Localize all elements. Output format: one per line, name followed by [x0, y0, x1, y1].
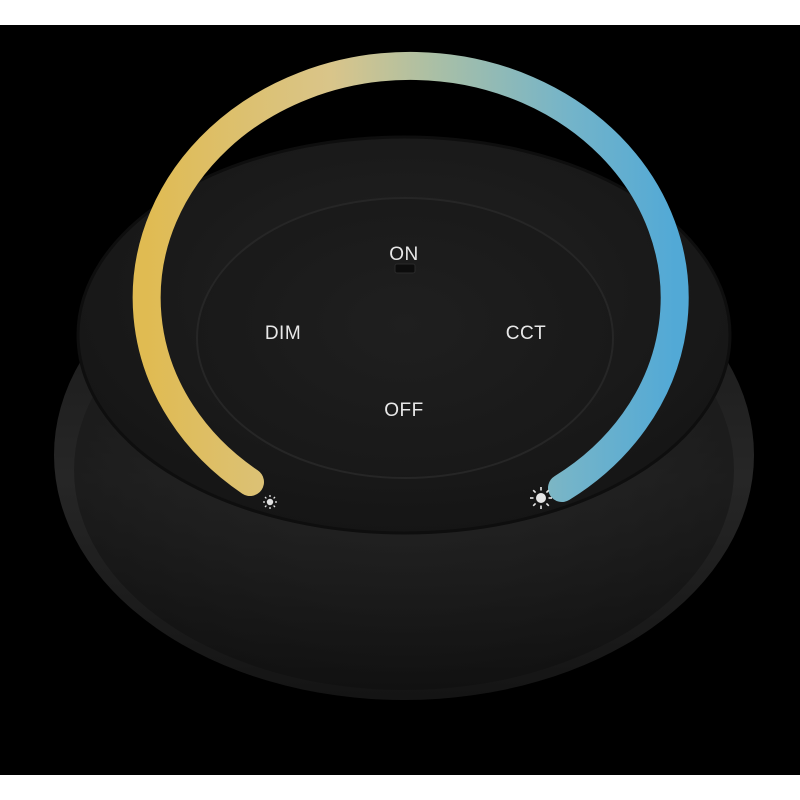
cct-button[interactable]: CCT — [506, 323, 547, 344]
sun-small-icon — [263, 495, 277, 509]
dim-button[interactable]: DIM — [265, 323, 301, 344]
power-indicator-led — [394, 263, 416, 274]
sun-large-icon — [530, 487, 552, 509]
button-panel — [196, 197, 614, 479]
color-temperature-ring[interactable] — [132, 51, 689, 502]
off-button[interactable]: OFF — [384, 400, 424, 421]
on-button[interactable]: ON — [389, 244, 419, 265]
